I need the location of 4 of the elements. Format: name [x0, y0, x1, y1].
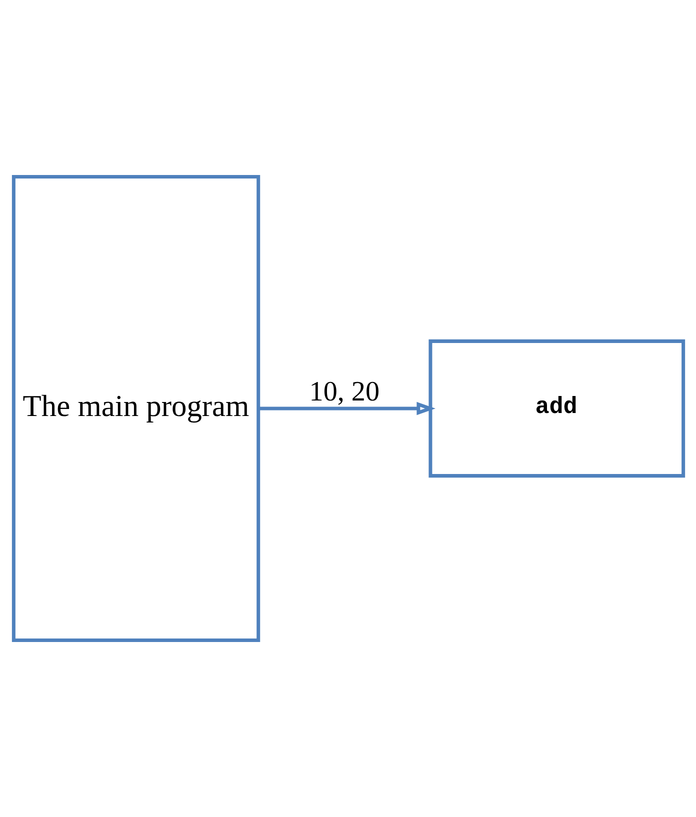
arrow — [258, 402, 435, 416]
node-box: The main program — [11, 174, 260, 642]
node-box: add — [428, 339, 685, 478]
edge-label: 10, 20 — [308, 376, 380, 408]
